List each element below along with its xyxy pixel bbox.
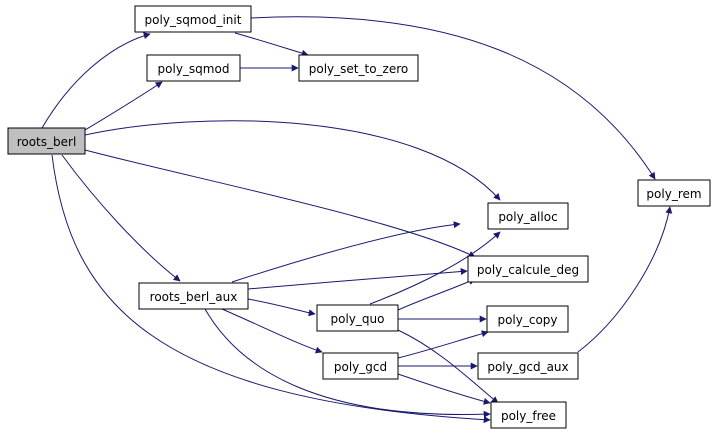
edge-roots_berl_aux-to-poly_calcule_deg: [247, 267, 468, 290]
edge-poly_quo-to-poly_alloc: [369, 231, 501, 305]
graph-edges: [41, 16, 673, 424]
edge-poly_quo-to-poly_calcule_deg: [397, 278, 476, 311]
edge-poly_gcd-to-poly_copy: [397, 330, 489, 359]
node-roots_berl[interactable]: roots_berl: [7, 127, 86, 155]
edge-poly_sqmod_init-to-poly_set_to_zero: [234, 32, 309, 57]
edge-roots_berl-to-poly_sqmod_init: [41, 32, 151, 129]
graph-nodes: roots_berl poly_sqmod_init poly_sqmod po…: [7, 5, 711, 429]
edge-poly_gcd_aux-to-poly_rem: [577, 206, 673, 353]
edge-roots_berl-to-poly_free: [51, 154, 491, 424]
node-poly_set_to_zero[interactable]: poly_set_to_zero: [298, 54, 419, 82]
edge-roots_berl_aux-to-poly_quo: [247, 298, 316, 317]
node-label-roots_berl_aux: roots_berl_aux: [150, 290, 238, 304]
node-label-poly_calcule_deg: poly_calcule_deg: [477, 263, 579, 277]
node-poly_gcd[interactable]: poly_gcd: [322, 352, 399, 380]
edge-roots_berl-to-roots_berl_aux: [61, 154, 181, 282]
edge-roots_berl-to-poly_alloc: [84, 120, 501, 201]
node-poly_gcd_aux[interactable]: poly_gcd_aux: [477, 352, 579, 380]
edge-roots_berl_aux-to-poly_free: [204, 308, 491, 418]
edge-roots_berl_aux-to-poly_gcd: [221, 308, 323, 354]
node-label-poly_alloc: poly_alloc: [498, 210, 557, 224]
edge-roots_berl-to-poly_calcule_deg: [84, 149, 476, 258]
edge-poly_sqmod_init-to-poly_rem: [250, 16, 656, 180]
node-label-poly_set_to_zero: poly_set_to_zero: [309, 62, 408, 76]
node-poly_free[interactable]: poly_free: [490, 401, 567, 429]
node-label-poly_sqmod_init: poly_sqmod_init: [145, 13, 242, 27]
node-label-poly_rem: poly_rem: [646, 187, 701, 201]
edge-poly_quo-to-poly_free: [397, 329, 499, 404]
node-roots_berl_aux[interactable]: roots_berl_aux: [138, 282, 249, 310]
node-poly_alloc[interactable]: poly_alloc: [487, 202, 569, 230]
node-label-poly_gcd_aux: poly_gcd_aux: [487, 360, 568, 374]
node-label-roots_berl: roots_berl: [17, 135, 77, 149]
node-poly_sqmod[interactable]: poly_sqmod: [146, 54, 241, 82]
node-label-poly_gcd: poly_gcd: [334, 360, 387, 374]
node-label-poly_quo: poly_quo: [331, 312, 385, 326]
edge-roots_berl_aux-to-poly_alloc: [231, 221, 461, 283]
node-poly_calcule_deg[interactable]: poly_calcule_deg: [467, 255, 589, 283]
edge-poly_gcd-to-poly_free: [397, 373, 491, 405]
node-poly_sqmod_init[interactable]: poly_sqmod_init: [134, 5, 252, 33]
node-label-poly_sqmod: poly_sqmod: [158, 62, 230, 76]
node-poly_quo[interactable]: poly_quo: [316, 304, 399, 332]
node-label-poly_free: poly_free: [501, 409, 556, 423]
node-poly_copy[interactable]: poly_copy: [486, 305, 569, 333]
node-poly_rem[interactable]: poly_rem: [637, 179, 711, 207]
node-label-poly_copy: poly_copy: [497, 313, 557, 327]
edge-roots_berl-to-poly_sqmod: [84, 81, 163, 131]
